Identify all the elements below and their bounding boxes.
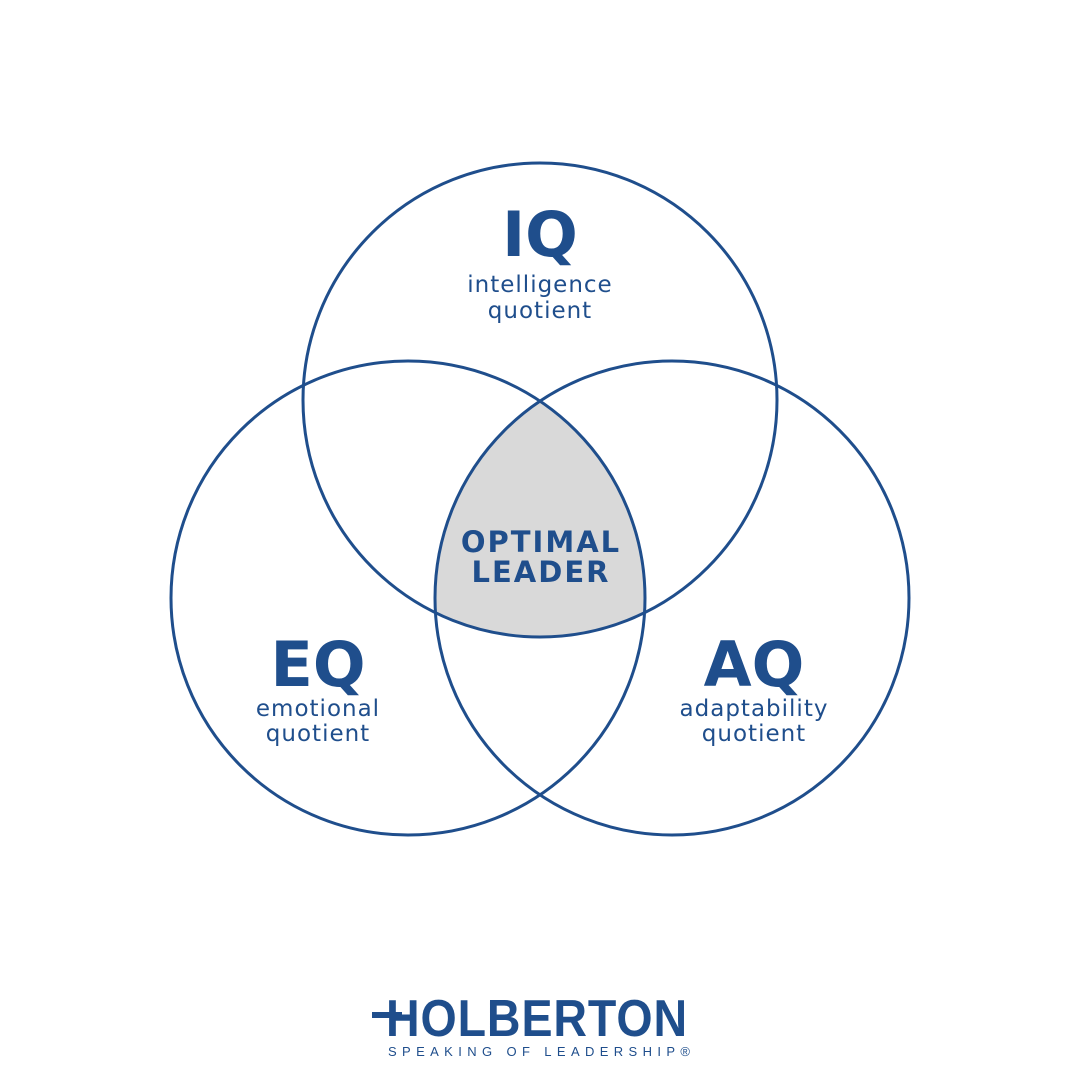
aq-description-line2: quotient [702,721,806,747]
logo-wordmark: HOLBERTON [386,990,688,1048]
iq-label: IQ [502,198,578,271]
iq-description-line2: quotient [488,298,592,324]
eq-description-line2: quotient [266,721,370,747]
aq-label: AQ [704,628,805,701]
center-label-line1: OPTIMAL [461,525,621,559]
iq-circle [301,161,779,639]
eq-circle [169,359,647,837]
logo-underline-accent [372,1012,402,1018]
logo-tagline: SPEAKING OF LEADERSHIP® [388,1044,696,1059]
aq-circle [433,359,911,837]
eq-label: EQ [270,628,365,701]
holberton-logo: HOLBERTON SPEAKING OF LEADERSHIP® [372,990,696,1059]
optimal-leader-region [435,361,645,637]
center-label-line2: LEADER [472,555,611,589]
aq-description-line1: adaptability [680,696,829,722]
eq-description-line1: emotional [256,696,380,722]
iq-description-line1: intelligence [467,272,612,298]
